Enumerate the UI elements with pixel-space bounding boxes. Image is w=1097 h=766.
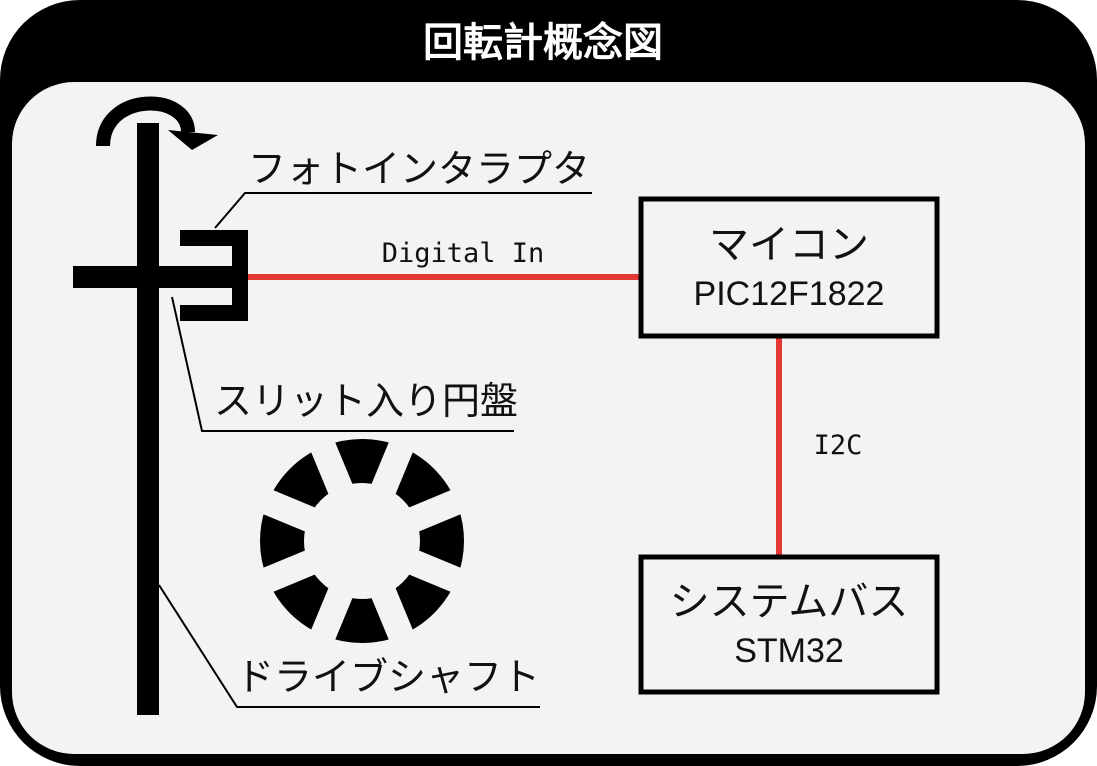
leader-drive-shaft [158, 584, 540, 708]
rotation-arrow-icon [96, 96, 195, 147]
mcu-subtitle: PIC12F1822 [694, 275, 885, 313]
rotation-arrowhead-icon [168, 130, 218, 150]
system-bus-box [638, 554, 940, 695]
slit-gap [370, 585, 415, 644]
slit-gap [370, 438, 415, 497]
label-i2c: I2C [814, 430, 863, 461]
label-digital-in: Digital In [382, 238, 545, 269]
slit-disk-ring [260, 439, 464, 643]
drive-shaft [137, 123, 159, 715]
label-photo-interrupter: フォトインタラプタ [248, 147, 590, 191]
slit-disk-slits [259, 438, 465, 644]
mcu-box [638, 196, 940, 339]
system-bus-subtitle: STM32 [734, 632, 844, 670]
slit-disk-top-view [259, 438, 465, 644]
slit-gap [309, 438, 354, 497]
leader-photo-interrupter [214, 192, 592, 229]
mcu-title: マイコン [709, 222, 869, 268]
slit-gap [259, 488, 318, 533]
diagram-title: 回転計概念図 [423, 20, 663, 66]
slit-gap [259, 549, 318, 594]
slit-gap [406, 488, 465, 533]
slit-gap [406, 549, 465, 594]
system-bus-title: システムバス [670, 579, 909, 625]
slit-disk-side [73, 266, 235, 288]
slit-gap [309, 585, 354, 644]
label-slit-disk: スリット入り円盤 [214, 379, 518, 423]
label-drive-shaft: ドライブシャフト [236, 655, 540, 699]
photo-interrupter [180, 230, 248, 321]
leader-slit-disk [171, 296, 514, 432]
